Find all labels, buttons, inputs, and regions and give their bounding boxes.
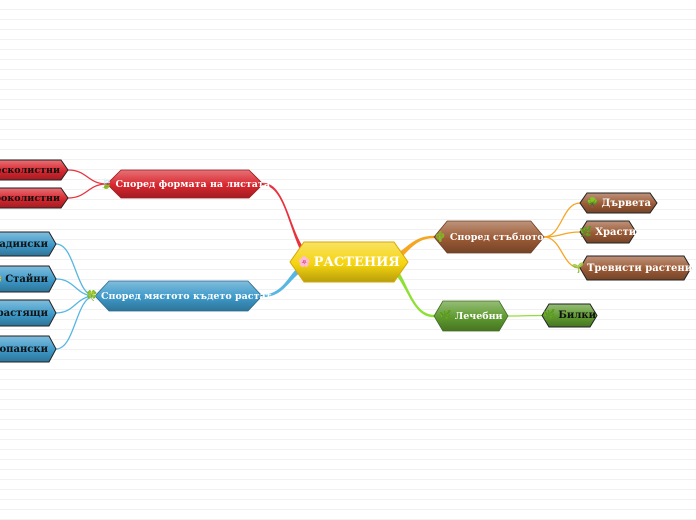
node-habitat-child-1[interactable] (0, 265, 57, 293)
node-leaf-shape-child-1[interactable] (0, 187, 69, 209)
child-icon: 🌳 (586, 197, 599, 209)
node-habitat-child-2[interactable] (0, 299, 57, 327)
branch-stem-label: Според стъблото (449, 231, 544, 243)
child-habitat-0[interactable]: Градински (0, 232, 56, 256)
child-stem-0[interactable]: 🌳Дървета (580, 193, 657, 213)
connector-stem-2 (543, 236, 581, 269)
child-stem-0-label: Дървета (601, 197, 651, 209)
node-habitat-child-0[interactable] (0, 231, 57, 257)
center-node[interactable]: 🌸РАСТЕНИЯ (290, 242, 408, 282)
child-habitat-3-label: Стопански (0, 343, 48, 355)
clover-icon: 🍀 (85, 290, 98, 302)
branch-stem[interactable]: 🌵Според стъблото (434, 221, 544, 253)
branch-medicinal[interactable]: 🌿Лечебни (434, 301, 508, 331)
node-habitat[interactable] (94, 280, 263, 312)
connector-habitat-1 (55, 278, 96, 297)
node-leaf-shape-child-0[interactable] (0, 159, 69, 181)
connector-stem-1 (543, 231, 581, 238)
connector-leaf-shape-0 (67, 169, 108, 185)
node-habitat-child-3[interactable] (0, 335, 57, 363)
connector-medicinal-0 (507, 314, 543, 317)
child-icon: 🌿 (542, 310, 556, 321)
connector-habitat-0 (55, 243, 96, 297)
node-layer (0, 159, 692, 363)
child-icon: 🌿 (579, 226, 593, 238)
branch-habitat[interactable]: 🍀Според мястото където растат (86, 281, 272, 311)
child-icon: 🌱 (571, 262, 584, 274)
branch-medicinal-label: Лечебни (454, 310, 503, 322)
leaf-icon: 🍃 (100, 178, 113, 190)
node-center[interactable] (289, 241, 409, 283)
node-stem[interactable] (433, 220, 545, 254)
child-stem-1[interactable]: 🌿Храсти (580, 221, 636, 243)
child-medicinal-0[interactable]: 🌿Билки (542, 304, 597, 327)
child-stem-1-label: Храсти (595, 226, 637, 238)
connector-habitat-3 (55, 295, 96, 350)
child-leaf-shape-0[interactable]: Тесколистни (0, 160, 68, 180)
child-leaf-shape-0-label: Тесколистни (0, 164, 60, 176)
branch-leaf-shape[interactable]: 🍃Според формата на листата (100, 170, 270, 198)
connector-layer (55, 169, 581, 350)
child-leaf-shape-1-label: Широколистни (0, 192, 60, 204)
flower-icon: 🌸 (298, 256, 311, 268)
node-stem-child-0[interactable] (579, 192, 658, 214)
center-node-label: РАСТЕНИЯ (313, 254, 400, 270)
child-stem-2[interactable]: 🌱Тревисти растения (571, 256, 696, 280)
child-habitat-0-label: Градински (0, 238, 48, 250)
branch-leaf-shape-label: Според формата на листата (115, 178, 270, 190)
child-habitat-1-label: Стайни (5, 273, 48, 285)
connector-stem-0 (543, 202, 581, 238)
child-stem-2-label: Тревисти растения (586, 262, 696, 274)
node-stem-child-2[interactable] (579, 255, 692, 281)
branch-habitat-label: Според мястото където растат (100, 290, 272, 302)
child-icon: 🌼 (0, 274, 2, 285)
node-leaf-shape[interactable] (106, 169, 264, 199)
connector-center-to-medicinal (379, 257, 434, 318)
cactus-icon: 🌵 (434, 231, 447, 243)
node-medicinal[interactable] (433, 300, 509, 332)
child-habitat-2-label: Дворастящи (0, 307, 48, 319)
child-leaf-shape-1[interactable]: Широколистни (0, 188, 68, 208)
child-habitat-1[interactable]: 🌼Стайни (0, 266, 56, 292)
node-medicinal-child-0[interactable] (541, 303, 598, 328)
child-habitat-3[interactable]: Стопански (0, 336, 56, 362)
connector-leaf-shape-1 (67, 183, 108, 199)
herb-icon: 🌿 (439, 310, 452, 322)
connector-center-to-leaf-shape (263, 182, 319, 267)
child-medicinal-0-label: Билки (558, 310, 597, 321)
node-stem-child-1[interactable] (579, 220, 637, 244)
child-habitat-2[interactable]: Дворастящи (0, 300, 56, 326)
